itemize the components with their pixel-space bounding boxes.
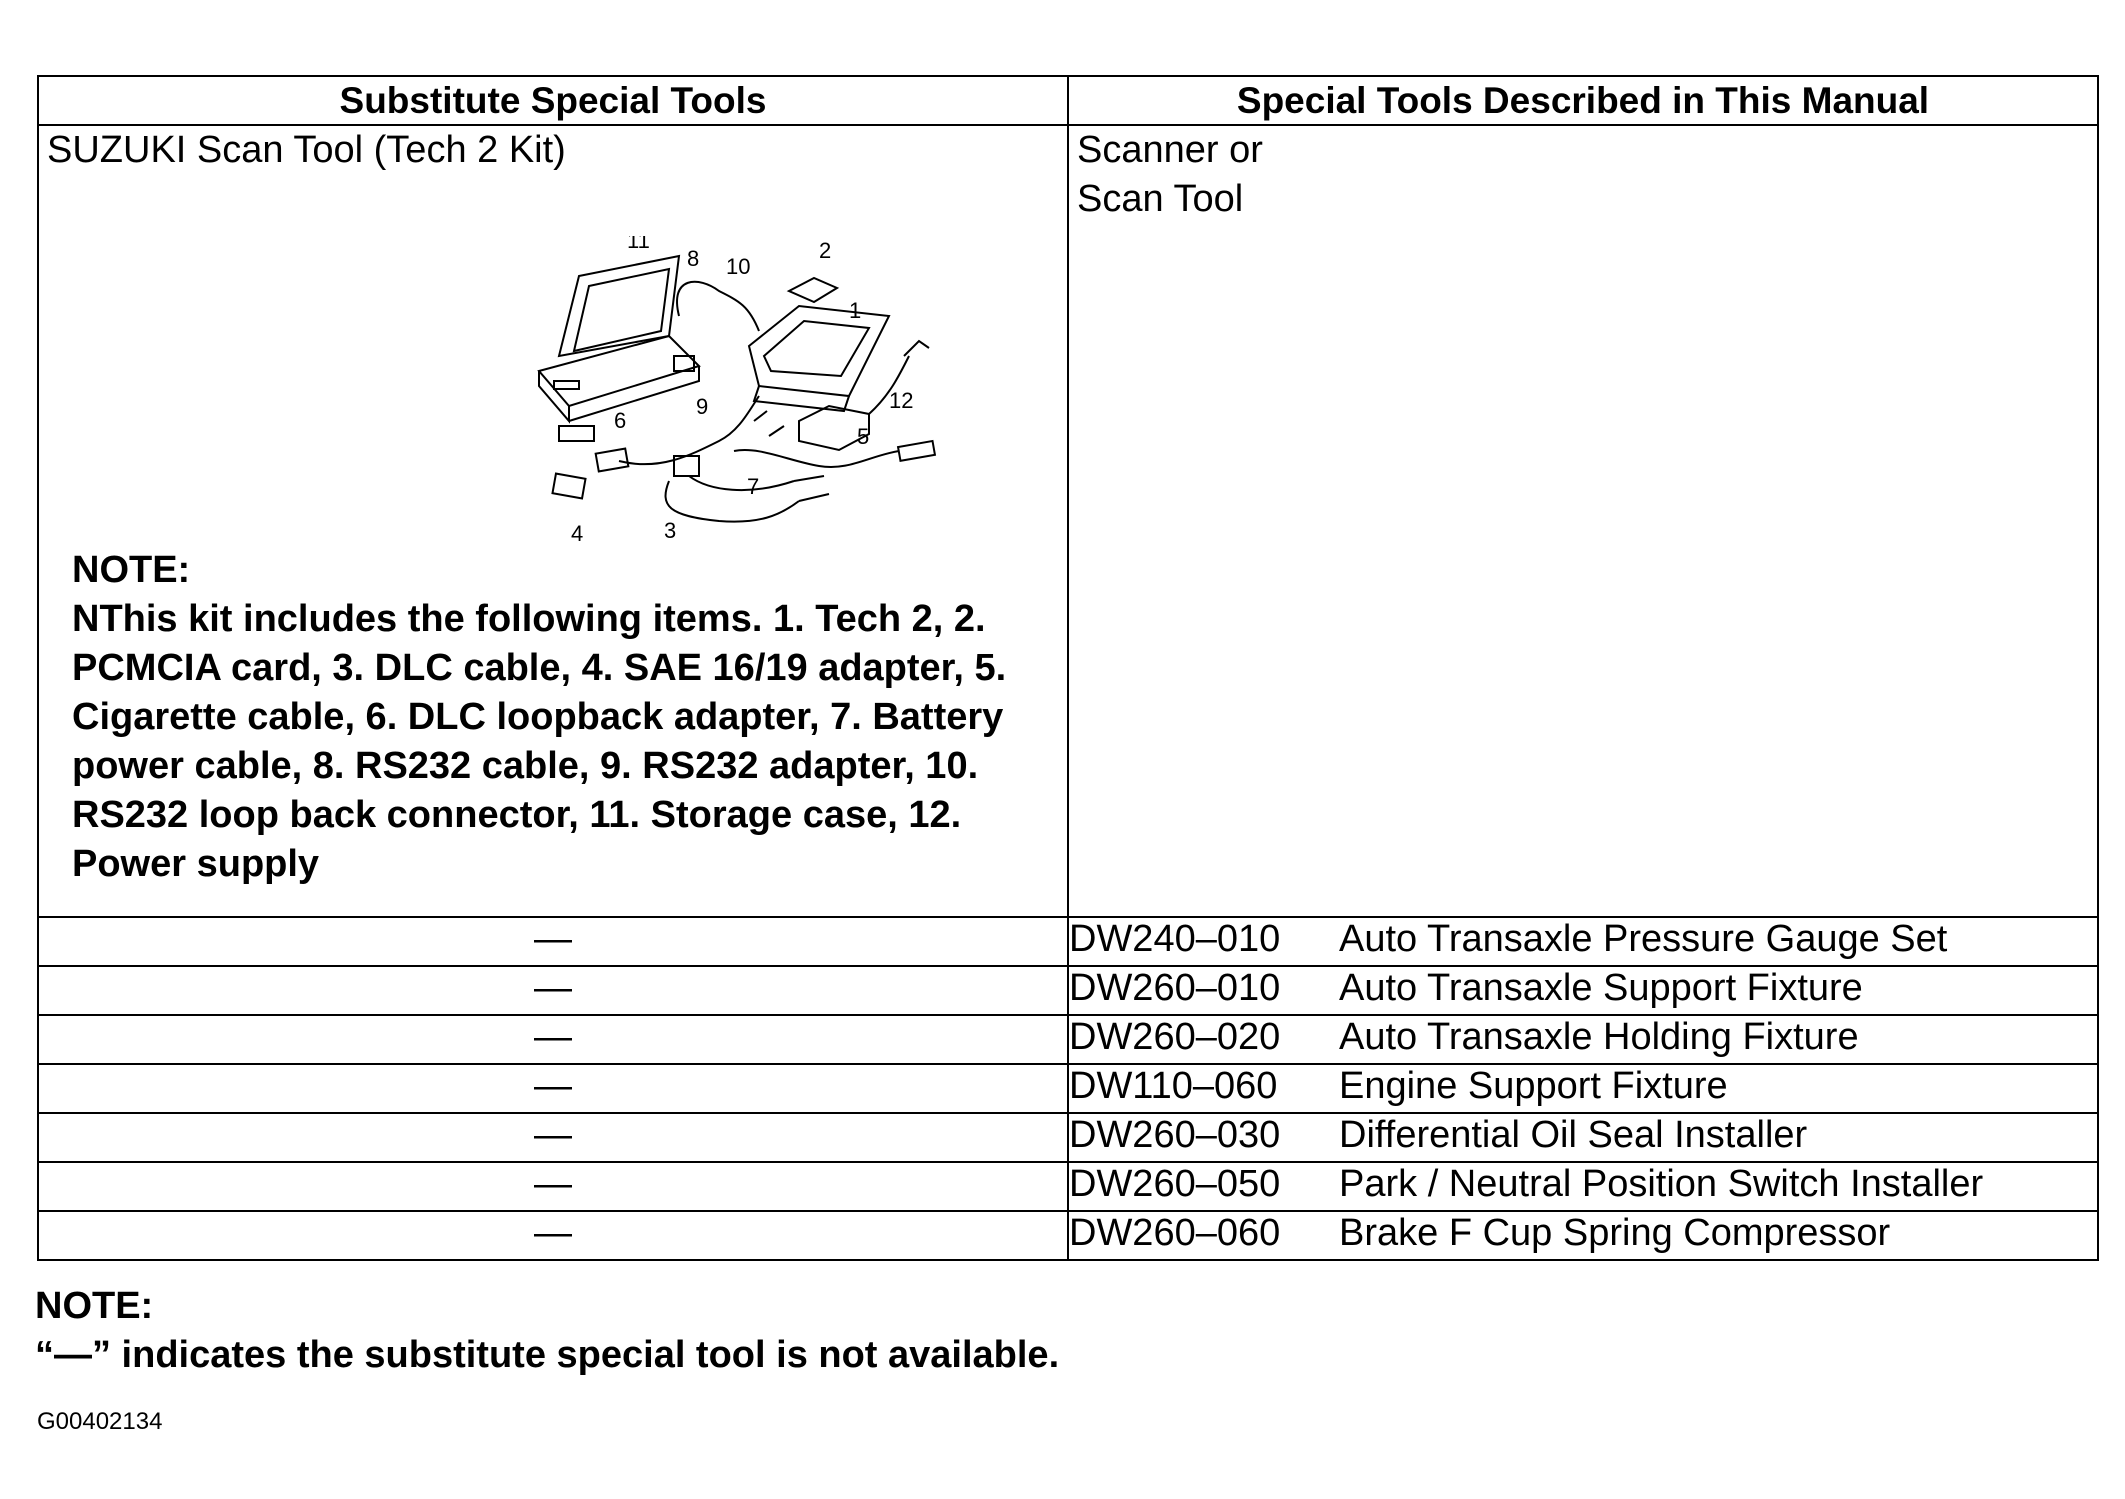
table-header-row: Substitute Special Tools Special Tools D… — [37, 75, 2099, 126]
scan-tool-row: SUZUKI Scan Tool (Tech 2 Kit) — [37, 124, 2099, 918]
kit-name: SUZUKI Scan Tool (Tech 2 Kit) — [47, 129, 566, 171]
tool-cell: DW260–030 Differential Oil Seal Installer — [1067, 1112, 2099, 1163]
substitute-cell: — — [37, 916, 1069, 967]
substitute-cell: — — [37, 1014, 1069, 1065]
header-manual-tools: Special Tools Described in This Manual — [1067, 75, 2099, 126]
table-row: — DW260–020 Auto Transaxle Holding Fixtur… — [37, 1014, 2099, 1065]
footnote: NOTE: “—” indicates the substitute speci… — [35, 1282, 1059, 1380]
tool-number: DW110–060 — [1069, 1065, 1278, 1107]
tool-cell: DW260–050 Park / Neutral Position Switch … — [1067, 1161, 2099, 1212]
kit-note-text: NThis kit includes the following items. … — [72, 598, 1007, 885]
tool-number: DW260–060 — [1069, 1212, 1281, 1254]
callout-10: 10 — [726, 254, 750, 279]
footnote-text: “—” indicates the substitute special too… — [35, 1334, 1060, 1376]
substitute-cell: — — [37, 965, 1069, 1016]
tool-number: DW260–010 — [1069, 967, 1281, 1009]
footnote-label: NOTE: — [35, 1285, 154, 1327]
callout-1: 1 — [849, 298, 861, 323]
tool-cell: DW260–010 Auto Transaxle Support Fixture — [1067, 965, 2099, 1016]
tool-number: DW240–010 — [1069, 918, 1281, 960]
table-row: — DW240–010 Auto Transaxle Pressure Gauge… — [37, 916, 2099, 967]
tool-description: Auto Transaxle Pressure Gauge Set — [1339, 918, 1948, 960]
tool-description: Differential Oil Seal Installer — [1339, 1114, 1808, 1156]
substitute-cell: — — [37, 1210, 1069, 1261]
scanner-cell: Scanner or Scan Tool — [1067, 124, 2099, 918]
substitute-cell: — — [37, 1063, 1069, 1114]
tool-description: Park / Neutral Position Switch Installer — [1339, 1163, 1984, 1205]
tool-description: Brake F Cup Spring Compressor — [1339, 1212, 1891, 1254]
kit-note-label: NOTE: — [72, 549, 191, 591]
tool-cell: DW260–020 Auto Transaxle Holding Fixture — [1067, 1014, 2099, 1065]
callout-4: 4 — [571, 521, 583, 546]
substitute-cell: — — [37, 1161, 1069, 1212]
table-row: — DW110–060 Engine Support Fixture — [37, 1063, 2099, 1114]
substitute-cell: — — [37, 1112, 1069, 1163]
callout-6: 6 — [614, 408, 626, 433]
callout-8: 8 — [687, 246, 699, 271]
tool-number: DW260–020 — [1069, 1016, 1281, 1058]
table-row: — DW260–060 Brake F Cup Spring Compressor — [37, 1210, 2099, 1261]
callout-7: 7 — [747, 474, 759, 499]
tool-cell: DW240–010 Auto Transaxle Pressure Gauge S… — [1067, 916, 2099, 967]
table-row: — DW260–050 Park / Neutral Position Switc… — [37, 1161, 2099, 1212]
table-row: — DW260–030 Differential Oil Seal Install… — [37, 1112, 2099, 1163]
tool-description: Auto Transaxle Support Fixture — [1339, 967, 1863, 1009]
tool-cell: DW110–060 Engine Support Fixture — [1067, 1063, 2099, 1114]
tool-description: Auto Transaxle Holding Fixture — [1339, 1016, 1859, 1058]
scan-tool-kit-illustration: 11 8 10 2 1 12 6 9 5 7 4 3 — [537, 236, 937, 546]
callout-2: 2 — [819, 238, 831, 263]
tool-number: DW260–050 — [1069, 1163, 1281, 1205]
header-substitute-tools: Substitute Special Tools — [37, 75, 1069, 126]
figure-id: G00402134 — [37, 1408, 163, 1435]
tool-description: Engine Support Fixture — [1339, 1065, 1728, 1107]
tool-number: DW260–030 — [1069, 1114, 1281, 1156]
kit-cell: SUZUKI Scan Tool (Tech 2 Kit) — [37, 124, 1069, 918]
special-tools-table: Substitute Special Tools Special Tools D… — [37, 75, 2099, 1261]
scanner-label: Scanner or Scan Tool — [1077, 129, 1263, 220]
table-row: — DW260–010 Auto Transaxle Support Fixtur… — [37, 965, 2099, 1016]
callout-3: 3 — [664, 518, 676, 543]
callout-11: 11 — [627, 236, 650, 253]
tool-cell: DW260–060 Brake F Cup Spring Compressor — [1067, 1210, 2099, 1261]
callout-9: 9 — [696, 394, 708, 419]
callout-12: 12 — [889, 388, 913, 413]
kit-note: NOTE: NThis kit includes the following i… — [72, 546, 1052, 889]
callout-5: 5 — [857, 424, 869, 449]
